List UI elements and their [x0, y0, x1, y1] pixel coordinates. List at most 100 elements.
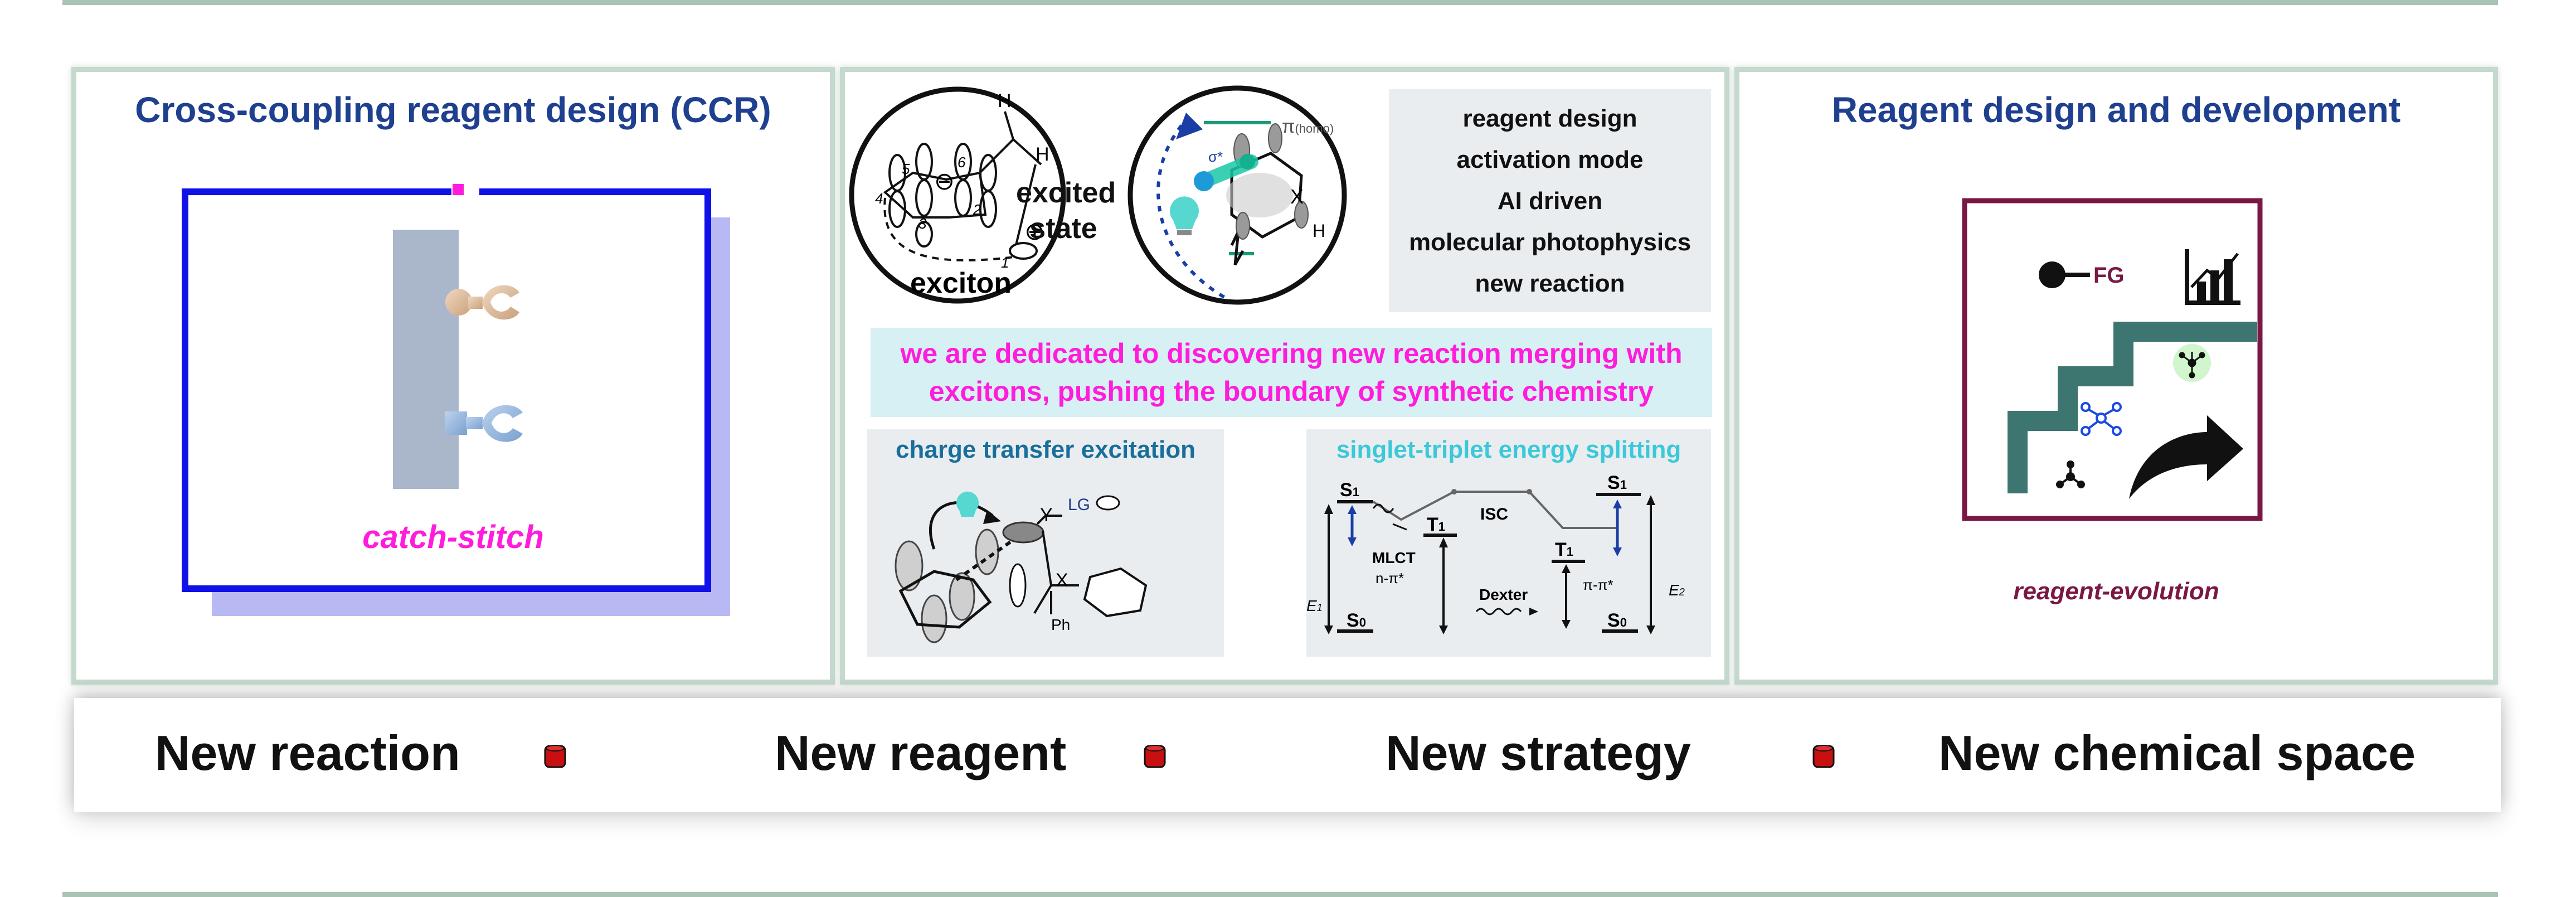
- red-dot-icon: [544, 745, 566, 768]
- pi-label: π: [1282, 116, 1295, 137]
- magenta-marker: [453, 184, 464, 195]
- catch-stitch-caption: catch-stitch: [362, 519, 544, 555]
- ct-box-title: charge transfer excitation: [896, 436, 1195, 463]
- mlct-label: MLCT: [1372, 549, 1416, 566]
- s0-right-label: S0: [1607, 610, 1627, 631]
- topic-item-reagent-design: reagent design: [1462, 105, 1637, 132]
- ct-ph-label: Ph: [1051, 616, 1070, 633]
- e2-main: E: [1669, 581, 1679, 599]
- x-atom-label: X: [1290, 185, 1304, 208]
- dexter-label: Dexter: [1479, 586, 1528, 603]
- s1-right-main: S: [1607, 472, 1620, 493]
- t1-right-sub: 1: [1567, 545, 1573, 559]
- atom-label-3: 3: [918, 215, 927, 232]
- fg-label: FG: [2093, 263, 2125, 288]
- exciton-label: exciton: [910, 267, 1012, 299]
- pi-pi-label: π-π*: [1583, 576, 1613, 593]
- t1-left-sub: 1: [1438, 520, 1445, 534]
- top-rule: [62, 0, 2498, 5]
- bottom-item-new-chemical-space: New chemical space: [1938, 725, 2416, 780]
- t1-left-label: T1: [1427, 514, 1445, 535]
- st-box: [1306, 429, 1711, 657]
- topic-item-molecular-photophysics: molecular photophysics: [1408, 229, 1692, 256]
- energy-diagram: S1 T1 S0 T1 S1 S0 ISC MLCT n-π* Dexter π…: [1306, 472, 1685, 634]
- s1-right-label: S1: [1607, 472, 1627, 493]
- atom-label-5: 5: [902, 161, 910, 177]
- topic-item-ai-driven: AI driven: [1497, 187, 1603, 215]
- mission-text-line1: we are dedicated to discovering new reac…: [900, 338, 1683, 369]
- pi-sub-label: (homo): [1295, 122, 1334, 135]
- catch-stitch-diagram: [182, 184, 730, 616]
- light-bulb-icon: [1170, 196, 1199, 229]
- red-dot-icon: [1812, 745, 1835, 768]
- stitch-ligand-icon: [445, 405, 523, 442]
- atom-label-4: 4: [875, 190, 883, 207]
- electron-arrows-icon: [1230, 230, 1245, 266]
- catch-ligand-icon: [445, 285, 519, 320]
- bottom-item-new-reagent: New reagent: [775, 725, 1067, 780]
- arrowhead-icon: [1176, 113, 1203, 139]
- molecule-icon: [2179, 352, 2205, 379]
- substrate-bar: [393, 230, 459, 489]
- t1-left-main: T: [1427, 514, 1438, 535]
- minus-charge-icon: ⊖: [934, 168, 955, 195]
- t1-right-main: T: [1555, 539, 1567, 560]
- ct-figure: Y LG X Ph: [895, 491, 1148, 643]
- n-pi-label: n-π*: [1376, 570, 1404, 586]
- e2-sub: 2: [1679, 586, 1685, 598]
- reagent-panel-title: Reagent design and development: [1831, 90, 2401, 130]
- s0-left-sub: 0: [1359, 615, 1366, 629]
- ct-light-bulb-icon: [956, 491, 979, 517]
- bottom-item-new-reaction: New reaction: [155, 725, 460, 780]
- atom-label-1: 1: [1001, 254, 1009, 271]
- bottom-item-new-strategy: New strategy: [1386, 725, 1691, 780]
- exciton-figure: 5 6 4 2 3 1 H H ⊖ ⊕ exciton: [849, 86, 1066, 304]
- ct-curved-arrow: [929, 501, 994, 550]
- s0-left-label: S0: [1347, 610, 1366, 631]
- pi-homo-label: π(homo): [1282, 116, 1334, 137]
- h-atom-label: H: [1313, 221, 1325, 241]
- s1-right-sub: 1: [1620, 478, 1627, 492]
- bar-chart-icon: [2185, 249, 2240, 305]
- s1-left-sub: 1: [1353, 485, 1359, 499]
- blue-molecule-icon: [2081, 402, 2122, 436]
- bottom-rule: [62, 892, 2498, 897]
- ccr-panel-title: Cross-coupling reagent design (CCR): [135, 90, 771, 130]
- e1-label: E1: [1306, 597, 1323, 614]
- excited-state-figure: σ* π(homo) X H: [1127, 85, 1347, 305]
- atom-label-2: 2: [973, 201, 981, 218]
- h-label-top: H: [998, 90, 1012, 111]
- topics-box: [1389, 89, 1711, 312]
- e2-label: E2: [1669, 581, 1685, 599]
- excited-state-line1: excited: [1016, 177, 1116, 209]
- st-box-title: singlet-triplet energy splitting: [1336, 436, 1681, 463]
- mission-banner: we are dedicated to discovering new reac…: [871, 328, 1712, 417]
- atom-label-6: 6: [958, 154, 966, 171]
- plus-charge-icon: ⊕: [1024, 218, 1045, 245]
- topic-item-new-reaction: new reaction: [1475, 270, 1625, 297]
- excited-state-line2: state: [1029, 212, 1097, 245]
- ct-y-label: Y: [1040, 505, 1053, 526]
- s1-left-label: S1: [1340, 479, 1359, 501]
- reagent-evolution-caption: reagent-evolution: [2013, 578, 2219, 605]
- small-molecule-icon: [2056, 460, 2085, 488]
- s0-right-sub: 0: [1620, 615, 1627, 629]
- ct-lg-label: LG: [1068, 496, 1090, 514]
- red-dot-icon: [1144, 745, 1166, 768]
- sigma-star-label: σ*: [1208, 148, 1223, 165]
- topics-list: reagent design activation mode AI driven…: [1389, 98, 1711, 304]
- e1-sub: 1: [1317, 602, 1323, 613]
- excited-state-label: excited state: [1016, 175, 1116, 246]
- s0-left-main: S: [1347, 610, 1359, 631]
- curved-arrow-icon: [2129, 415, 2243, 499]
- ct-x-label: X: [1056, 570, 1068, 591]
- s0-right-main: S: [1607, 610, 1620, 631]
- e1-main: E: [1306, 597, 1317, 614]
- mission-text: we are dedicated to discovering new reac…: [871, 334, 1712, 410]
- topic-item-activation-mode: activation mode: [1456, 146, 1644, 173]
- isc-label: ISC: [1480, 505, 1508, 523]
- s1-left-main: S: [1340, 479, 1353, 501]
- h-label-right: H: [1036, 144, 1049, 165]
- reagent-evolution-figure: FG: [1962, 198, 2263, 521]
- t1-right-label: T1: [1555, 539, 1573, 560]
